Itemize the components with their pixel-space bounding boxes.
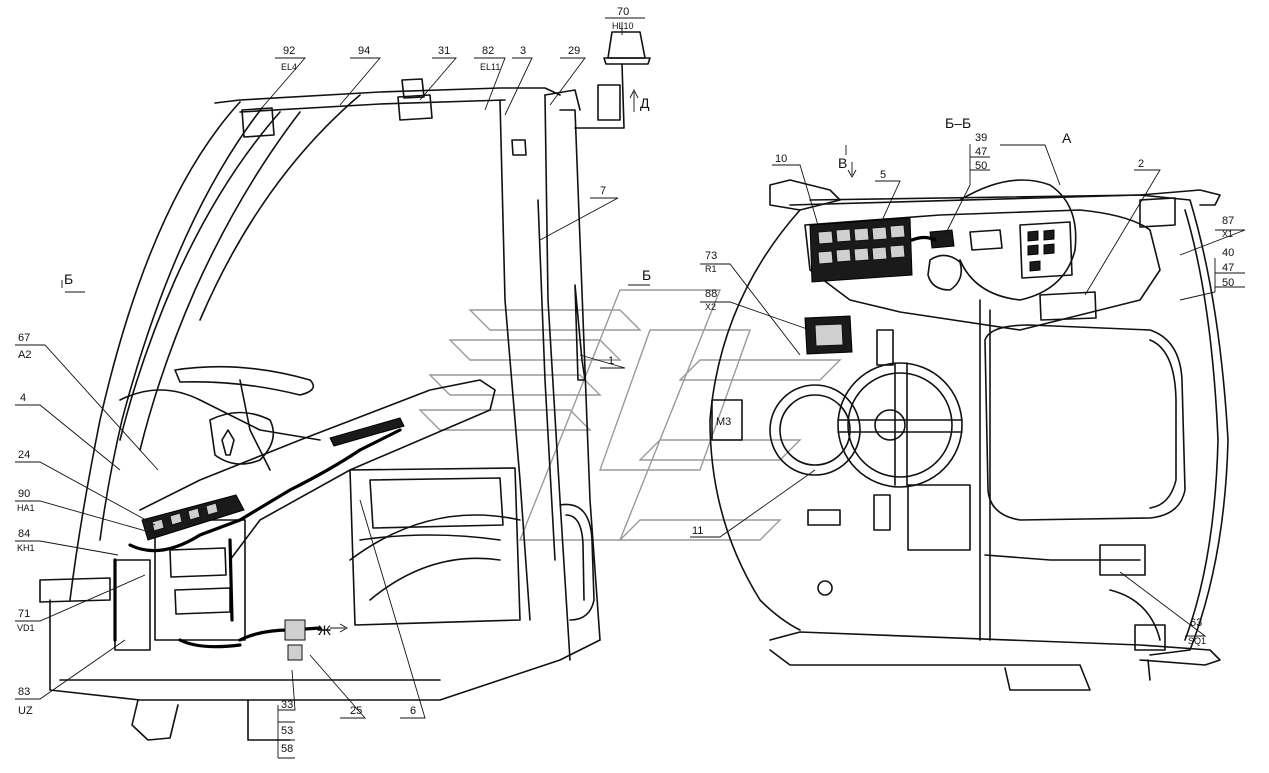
callout-83-code: UZ: [18, 705, 33, 717]
view-a-mark: А: [1062, 130, 1072, 146]
callout-90-num: 90: [18, 488, 30, 500]
callout-5-num: 5: [880, 169, 886, 181]
callout-25-num: 25: [350, 705, 362, 717]
section-mark-left: Б: [64, 271, 73, 287]
callout-47a-num: 47: [975, 146, 987, 158]
callout-63-code: SQ1: [1188, 636, 1206, 646]
section-mark-right: Б: [642, 267, 651, 283]
callout-31-num: 31: [438, 45, 450, 57]
callout-71-num: 71: [18, 608, 30, 620]
view-d-mark: Д: [640, 95, 650, 111]
callout-50a-num: 50: [975, 160, 987, 172]
callout-94-num: 94: [358, 45, 370, 57]
callout-29-num: 29: [568, 45, 580, 57]
callout-2-num: 2: [1138, 158, 1144, 170]
callout-6-num: 6: [410, 705, 416, 717]
callout-88-code: X2: [705, 302, 716, 312]
callout-10-num: 10: [775, 153, 787, 165]
callout-labels: 70 HL10 92 EL4 94 31 82 EL11 3 29 7 1 67…: [17, 6, 1234, 755]
callout-53-num: 53: [281, 725, 293, 737]
callout-87-code: X1: [1222, 229, 1233, 239]
view-zh-mark: Ж: [318, 622, 331, 638]
callout-92-num: 92: [283, 45, 295, 57]
callout-71-code: VD1: [17, 623, 35, 633]
view-v-mark: В: [838, 155, 847, 171]
callout-84-code: KH1: [17, 543, 35, 553]
callout-40-num: 40: [1222, 247, 1234, 259]
callout-7-num: 7: [600, 185, 606, 197]
callout-39-num: 39: [975, 132, 987, 144]
callout-58-num: 58: [281, 743, 293, 755]
cab-side-view: [39, 31, 651, 741]
callout-3-num: 3: [520, 45, 526, 57]
callout-70-num: 70: [617, 6, 629, 18]
cab-section-view: [709, 179, 1229, 691]
component-m3-label: M3: [716, 416, 731, 428]
callout-67-code: A2: [18, 349, 31, 361]
callout-4-num: 4: [20, 392, 26, 404]
callout-24-num: 24: [18, 449, 30, 461]
callout-84-num: 84: [18, 528, 30, 540]
callout-73-num: 73: [705, 250, 717, 262]
view-arrows: [330, 88, 857, 633]
callout-73-code: R1: [705, 264, 717, 274]
callout-83-num: 83: [18, 686, 30, 698]
leader-lines: [15, 17, 1246, 759]
section-title: Б–Б: [945, 115, 971, 131]
callout-82-num: 82: [482, 45, 494, 57]
callout-33-num: 33: [281, 699, 293, 711]
callout-11-num: 11: [692, 525, 703, 537]
callout-47b-num: 47: [1222, 262, 1234, 274]
callout-87-num: 87: [1222, 215, 1234, 227]
callout-90-code: HA1: [17, 503, 35, 513]
callout-82-code: EL11: [480, 62, 500, 72]
watermark-logo: [418, 289, 842, 541]
callout-63-num: 63: [1190, 617, 1202, 629]
callout-1-num: 1: [608, 355, 614, 367]
callout-88-num: 88: [705, 288, 717, 300]
callout-70-code: HL10: [612, 21, 634, 31]
callout-67-num: 67: [18, 332, 30, 344]
callout-50b-num: 50: [1222, 277, 1234, 289]
callout-92-code: EL4: [281, 62, 297, 72]
